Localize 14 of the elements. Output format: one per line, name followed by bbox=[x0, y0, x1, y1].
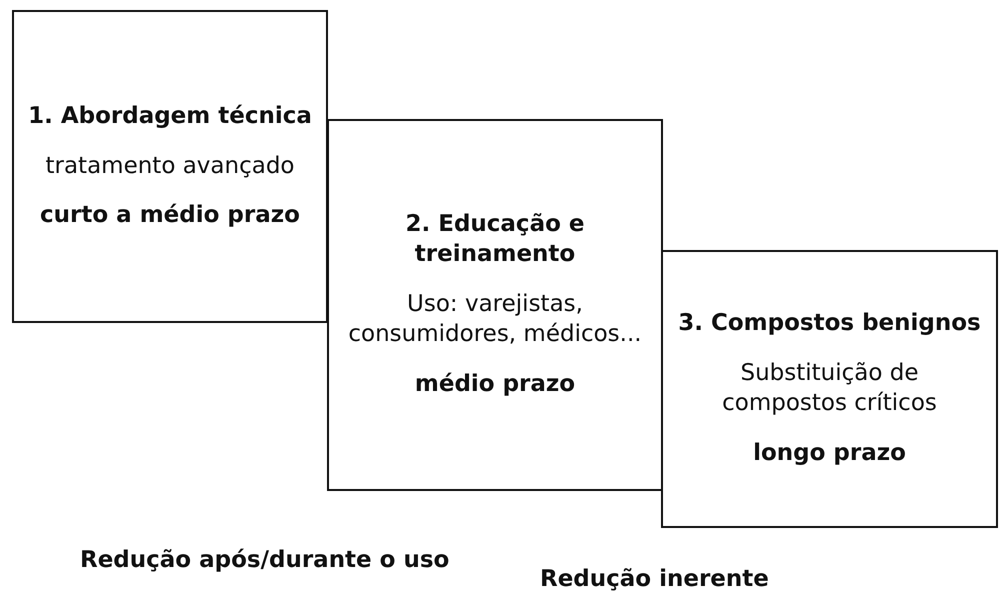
timeframe-text: longo prazo bbox=[753, 438, 906, 468]
description-text: tratamento avançado bbox=[45, 152, 294, 181]
caption-text: Redução após/durante o uso bbox=[80, 547, 450, 573]
box-heading: 1. Abordagem técnica bbox=[28, 102, 312, 131]
timeframe-text: médio prazo bbox=[414, 370, 576, 399]
box-heading: 2. Educação e treinamento bbox=[404, 210, 586, 270]
text-box bbox=[661, 250, 998, 528]
box-heading: 3. Compostos benignos bbox=[678, 309, 981, 338]
text-box bbox=[12, 10, 328, 323]
text-box bbox=[327, 119, 663, 491]
description-text: Substituição de compostos críticos bbox=[721, 359, 938, 418]
caption-text: Redução inerente bbox=[540, 566, 769, 592]
description-text: Uso: varejistas, consumidores, médicos... bbox=[347, 290, 643, 349]
timeframe-text: curto a médio prazo bbox=[40, 201, 300, 230]
